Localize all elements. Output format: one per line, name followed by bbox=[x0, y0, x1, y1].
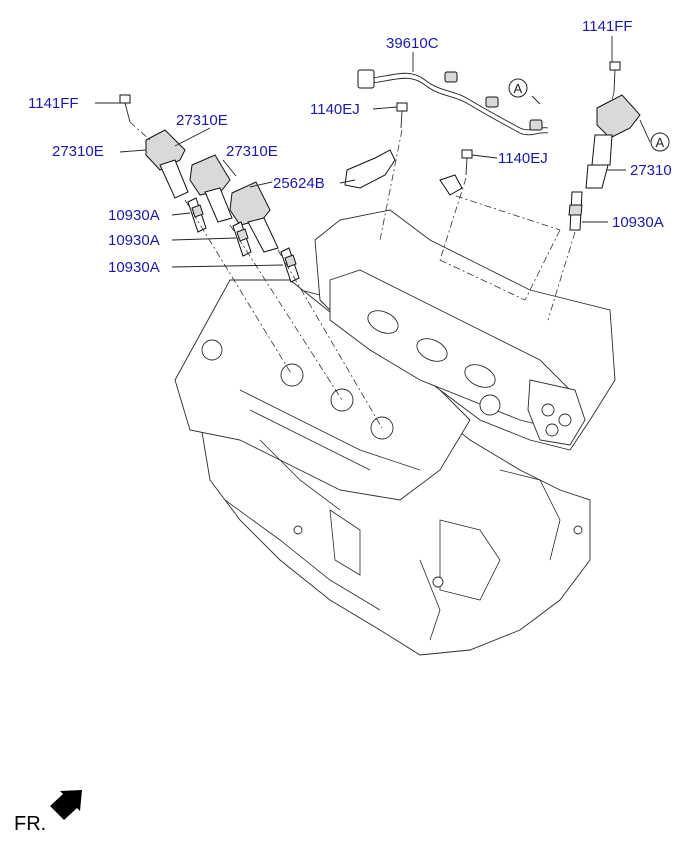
engine-block bbox=[174, 209, 616, 656]
callout-a-harness: A bbox=[508, 78, 528, 98]
front-arrow-icon bbox=[50, 790, 82, 820]
label-27310e-top[interactable]: 27310E bbox=[176, 112, 228, 129]
wire-harness bbox=[357, 69, 549, 136]
callout-a-harness-letter: A bbox=[514, 81, 523, 96]
label-10930a-2[interactable]: 10930A bbox=[108, 232, 160, 249]
label-1141ff-left[interactable]: 1141FF bbox=[28, 95, 79, 112]
bolt-1140ej-right[interactable] bbox=[461, 149, 473, 176]
label-27310e-side[interactable]: 27310E bbox=[52, 143, 104, 160]
ignition-coil-left-1[interactable] bbox=[145, 129, 189, 199]
bolt-1141ff-right[interactable] bbox=[609, 61, 621, 93]
callout-a-coil-letter: A bbox=[656, 135, 665, 150]
label-10930a-right[interactable]: 10930A bbox=[612, 214, 664, 231]
ignition-coil-left-3[interactable] bbox=[229, 181, 279, 253]
label-1140ej-right[interactable]: 1140EJ bbox=[498, 150, 548, 167]
label-1140ej-top[interactable]: 1140EJ bbox=[310, 101, 360, 118]
small-bracket bbox=[439, 174, 463, 196]
label-25624b[interactable]: 25624B bbox=[273, 175, 325, 192]
label-1141ff-right[interactable]: 1141FF bbox=[582, 18, 633, 35]
label-10930a-3[interactable]: 10930A bbox=[108, 259, 160, 276]
bolt-1141ff-left[interactable] bbox=[119, 94, 131, 123]
assembly-lines bbox=[129, 91, 615, 429]
label-39610c[interactable]: 39610C bbox=[386, 35, 439, 52]
bolt-1140ej-top[interactable] bbox=[396, 102, 408, 129]
spark-plug-left-3[interactable] bbox=[280, 247, 300, 283]
bracket-25624b[interactable] bbox=[344, 149, 396, 189]
spark-plug-left-1[interactable] bbox=[187, 197, 207, 233]
front-direction-marker: FR. bbox=[14, 790, 82, 835]
label-10930a-1[interactable]: 10930A bbox=[108, 207, 160, 224]
label-27310[interactable]: 27310 bbox=[630, 162, 672, 179]
front-label: FR. bbox=[14, 813, 46, 835]
callout-a-coil: A bbox=[650, 132, 670, 152]
label-27310e-second[interactable]: 27310E bbox=[226, 143, 278, 160]
spark-plug-left-2[interactable] bbox=[232, 221, 252, 257]
ignition-coil-left-2[interactable] bbox=[189, 154, 233, 223]
ignition-coil-right[interactable] bbox=[585, 94, 641, 189]
spark-plug-right[interactable] bbox=[568, 191, 583, 231]
leader-lines bbox=[95, 36, 651, 268]
